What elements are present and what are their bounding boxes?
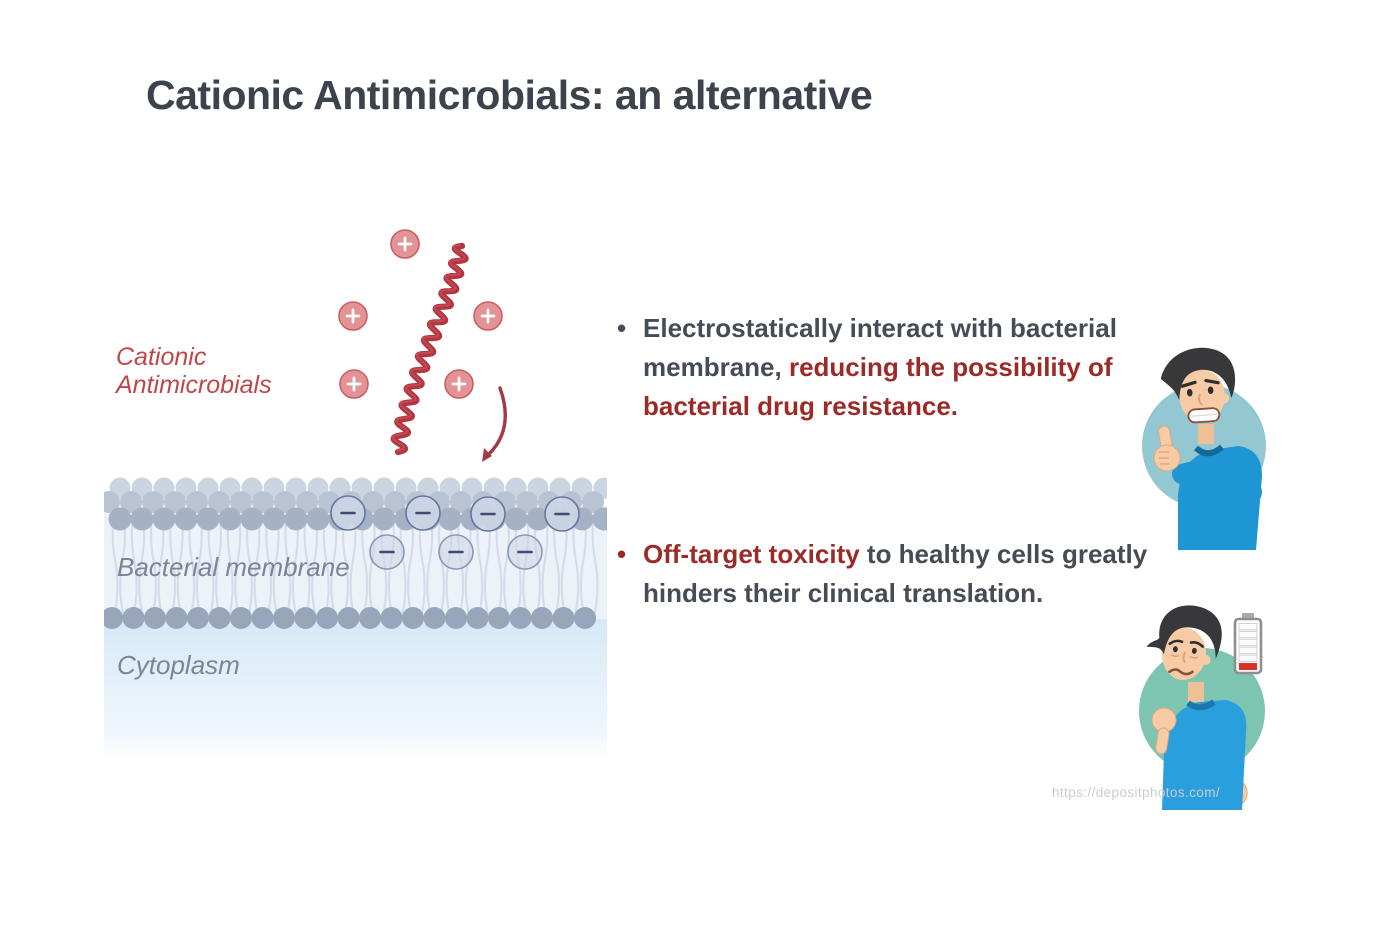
hair <box>1146 605 1222 659</box>
bullet-text-segment: Off-target toxicity <box>643 539 860 569</box>
page-title: Cationic Antimicrobials: an alternative <box>146 72 873 118</box>
knuckles <box>1159 451 1169 465</box>
teeth-line <box>1190 413 1218 417</box>
bullet-text-line: hinders their clinical translation. <box>643 574 1147 613</box>
peptide-helix-highlight <box>391 244 466 452</box>
anion-minus-circle <box>507 534 543 570</box>
thumbs-down-man-illustration <box>1139 605 1265 810</box>
frown <box>1168 668 1194 676</box>
cationic-molecule-diagram <box>338 229 507 462</box>
cation-plus-circle <box>338 301 368 331</box>
eyebrows <box>1180 378 1220 388</box>
battery-low-level <box>1239 663 1257 670</box>
nose <box>1182 651 1187 663</box>
bullet-text-segment: hinders their clinical translation. <box>643 578 1044 608</box>
anion-minus-circle <box>544 496 580 532</box>
cation-plus-circle <box>444 369 474 399</box>
neck <box>1198 424 1214 444</box>
eye <box>1172 646 1178 653</box>
head <box>1146 605 1222 680</box>
bullet-text-segment: Electrostatically interact with bacteria… <box>643 313 1117 343</box>
cytoplasm-label: Cytoplasm <box>117 650 240 680</box>
interaction-arrow-head <box>482 448 492 462</box>
cationic-label-line1: Cationic <box>116 343 207 371</box>
bacterial-membrane-diagram <box>104 477 607 770</box>
bullet-text: Electrostatically interact with bacteria… <box>643 309 1117 426</box>
nose <box>1198 393 1204 406</box>
peptide-helix <box>390 242 469 456</box>
cation-plus-circle <box>339 369 369 399</box>
bullet-text-line: Off-target toxicity to healthy cells gre… <box>643 535 1147 574</box>
sleeve <box>1169 713 1201 734</box>
collar <box>1193 444 1224 457</box>
anion-minus-circle <box>438 534 474 570</box>
hair <box>1160 347 1236 401</box>
bullet-text-line: membrane, reducing the possibility of <box>643 348 1117 387</box>
bullet-text-segment: membrane, <box>643 352 789 382</box>
thumb-down <box>1155 727 1170 755</box>
cationic-label-line2: Antimicrobials <box>116 371 272 399</box>
anion-minus-circle <box>405 495 441 531</box>
sleeve <box>1172 460 1208 484</box>
eye <box>1207 386 1214 395</box>
eye <box>1191 647 1197 654</box>
anion-minus-circle <box>369 534 405 570</box>
thumbs-up-man-illustration <box>1142 347 1266 550</box>
cytoplasm-region <box>104 619 607 770</box>
bullet-marker: • <box>617 313 627 343</box>
neck <box>1188 682 1204 702</box>
bullet-text-line: Electrostatically interact with bacteria… <box>643 309 1117 348</box>
cation-plus-circle <box>473 301 503 331</box>
bullet-item-2: • Off-target toxicity to healthy cells g… <box>612 535 1147 613</box>
head <box>1160 347 1236 424</box>
bullet-text-segment: to healthy cells greatly <box>859 539 1148 569</box>
eye-bags <box>1170 654 1199 659</box>
bullet-text: Off-target toxicity to healthy cells gre… <box>643 535 1147 613</box>
bullet-text-segment: reducing the possibility of <box>788 352 1113 382</box>
bacterial-membrane-label: Bacterial membrane <box>117 552 350 582</box>
collar <box>1186 699 1216 711</box>
bullet-text-line: bacterial drug resistance. <box>643 387 1117 426</box>
bullet-item-1: • Electrostatically interact with bacter… <box>612 309 1117 426</box>
lipid-heads-bottom-row <box>104 607 596 629</box>
cation-plus-circle <box>390 229 420 259</box>
low-battery-icon <box>1233 613 1263 675</box>
bullet-marker: • <box>617 539 627 569</box>
eye <box>1186 388 1193 397</box>
bullet-text-segment: bacterial drug resistance. <box>643 391 959 421</box>
watermark-text: https://depositphotos.com/ <box>1052 785 1220 800</box>
cationic-antimicrobials-label: Cationic Antimicrobials <box>116 343 272 399</box>
interaction-arrow <box>487 386 507 456</box>
anion-minus-circle <box>470 496 506 532</box>
anion-minus-circle <box>330 495 366 531</box>
sad-eyebrows <box>1168 639 1205 648</box>
